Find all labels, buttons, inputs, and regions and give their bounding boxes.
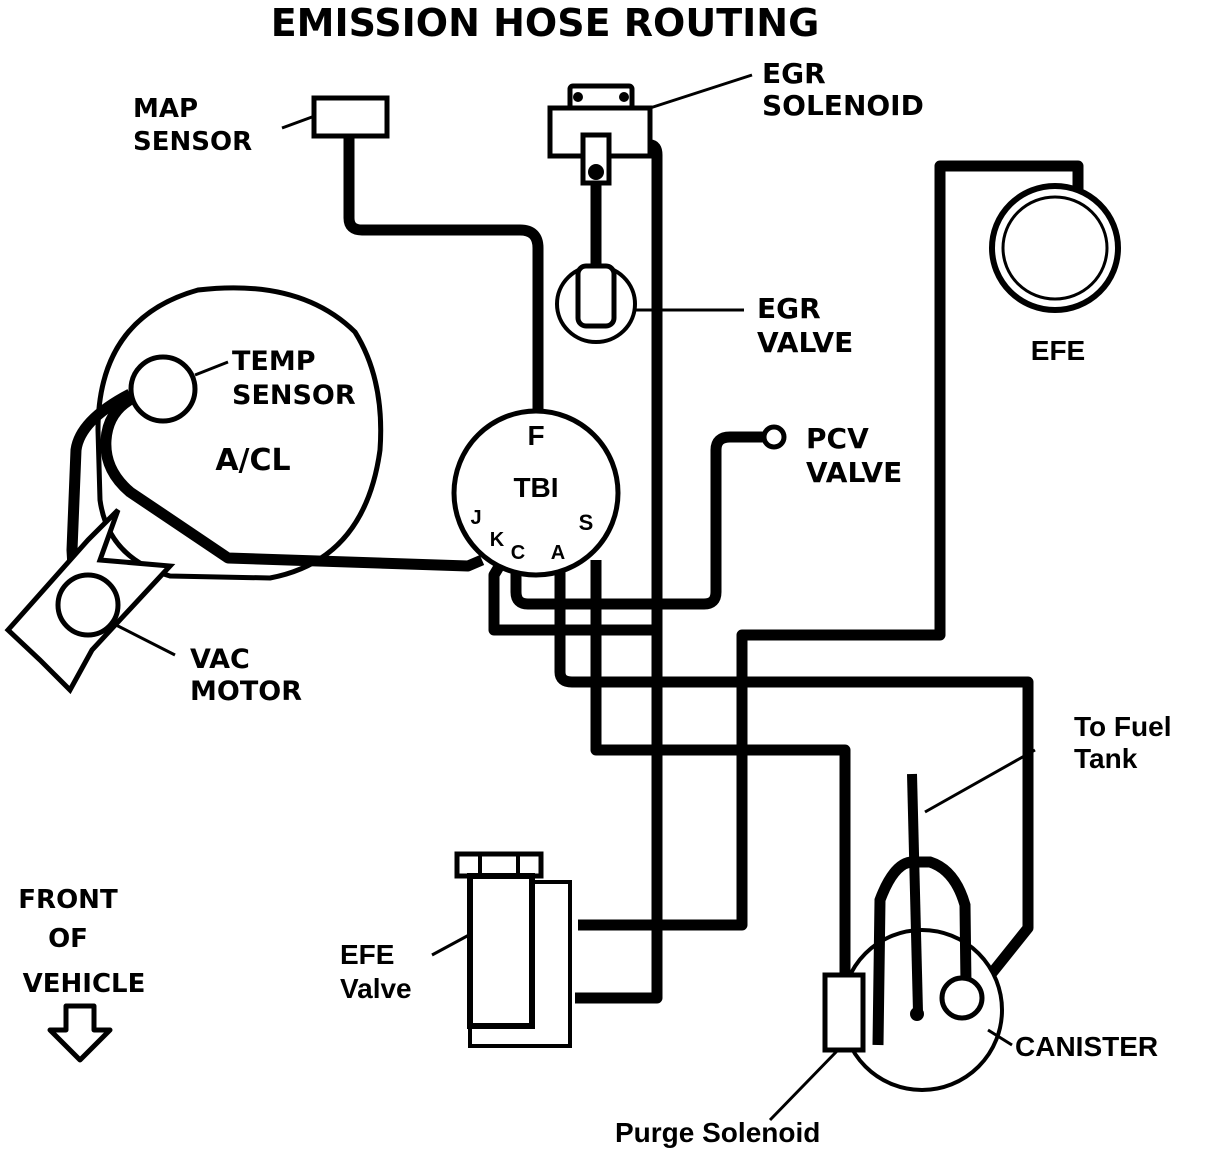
hose-tbi-to-pcv	[510, 431, 768, 610]
tbi-port-c: C	[511, 542, 525, 564]
map-sensor-label-1: MAP	[133, 94, 198, 124]
efe: EFE	[989, 183, 1121, 366]
purge-solenoid-body	[822, 972, 866, 1053]
hose-temp-to-tbi	[100, 392, 485, 572]
front-label-3: VEHICLE	[23, 969, 146, 999]
egr-solenoid-label-2: SOLENOID	[762, 89, 924, 122]
canister-inner-arch	[872, 856, 972, 1046]
canister-label: CANISTER	[1015, 1031, 1158, 1062]
air-cleaner: A/CL	[95, 285, 384, 581]
air-cleaner-outline	[95, 285, 384, 581]
canister-port	[939, 975, 985, 1021]
tbi-label: TBI	[513, 472, 558, 503]
efe-label: EFE	[1031, 335, 1085, 366]
temp-sensor-body	[128, 354, 198, 424]
egr-solenoid-label-1: EGR	[762, 57, 826, 90]
front-of-vehicle: FRONT OF VEHICLE	[18, 885, 146, 1063]
map-sensor: MAP SENSOR	[133, 94, 390, 157]
pcv-valve-body	[761, 424, 787, 450]
down-arrow-icon	[47, 1003, 113, 1063]
hose-tbi-port-k	[488, 562, 655, 636]
diagram-title: EMISSION HOSE ROUTING	[271, 1, 820, 45]
egr-valve: EGR VALVE	[555, 263, 853, 359]
hose-tbi-to-purge-solenoid	[590, 560, 851, 975]
purge-solenoid: Purge Solenoid	[615, 972, 866, 1148]
map-sensor-label-2: SENSOR	[133, 127, 252, 157]
temp-sensor: TEMP SENSOR	[128, 346, 356, 424]
tbi-port-a: A	[551, 542, 565, 564]
tbi: F TBI J K C A S	[451, 408, 621, 578]
egr-valve-label-1: EGR	[757, 292, 821, 325]
pcv-valve-label-2: VALVE	[806, 456, 902, 489]
temp-sensor-label-1: TEMP	[232, 346, 316, 377]
front-label-1: FRONT	[18, 885, 118, 915]
fuel-tank-pipe	[907, 773, 923, 1013]
to-fuel-tank-label-2: Tank	[1074, 743, 1138, 774]
tbi-port-s: S	[579, 510, 594, 535]
tbi-port-j: J	[470, 507, 481, 529]
efe-outer-ring	[989, 183, 1121, 313]
vac-motor: VAC MOTOR	[4, 508, 302, 707]
hoses	[66, 138, 1084, 1004]
efe-valve-body	[467, 873, 535, 1029]
to-fuel-tank-label-1: To Fuel	[1074, 711, 1171, 742]
pcv-valve-label-1: PCV	[806, 422, 869, 455]
efe-valve-label-2: Valve	[340, 973, 412, 1004]
efe-valve-cap	[454, 851, 544, 879]
hose-temp-to-vac-motor	[66, 389, 133, 586]
vac-motor-label-1: VAC	[190, 644, 250, 675]
to-fuel-tank: To Fuel Tank	[924, 711, 1171, 814]
pcv-valve: PCV VALVE	[761, 422, 902, 489]
hose-efe-to-efe-valve	[578, 160, 1084, 931]
vac-motor-label-2: MOTOR	[190, 676, 302, 707]
vac-motor-body	[55, 572, 121, 638]
tbi-body	[451, 408, 621, 578]
efe-valve-label-1: EFE	[340, 939, 394, 970]
egr-solenoid: EGR SOLENOID	[547, 57, 924, 186]
egr-valve-label-2: VALVE	[757, 326, 853, 359]
tbi-port-k: K	[490, 529, 505, 551]
tbi-port-f: F	[527, 420, 544, 451]
temp-sensor-label-2: SENSOR	[232, 380, 356, 411]
canister: CANISTER	[840, 773, 1158, 1092]
front-label-2: OF	[48, 924, 88, 954]
efe-valve: EFE Valve	[340, 851, 572, 1048]
map-sensor-body	[311, 95, 390, 139]
purge-solenoid-label: Purge Solenoid	[615, 1117, 820, 1148]
hose-map-to-tbi	[343, 138, 544, 410]
hose-tbi-to-canister	[554, 570, 1034, 992]
air-cleaner-label: A/CL	[215, 443, 290, 478]
